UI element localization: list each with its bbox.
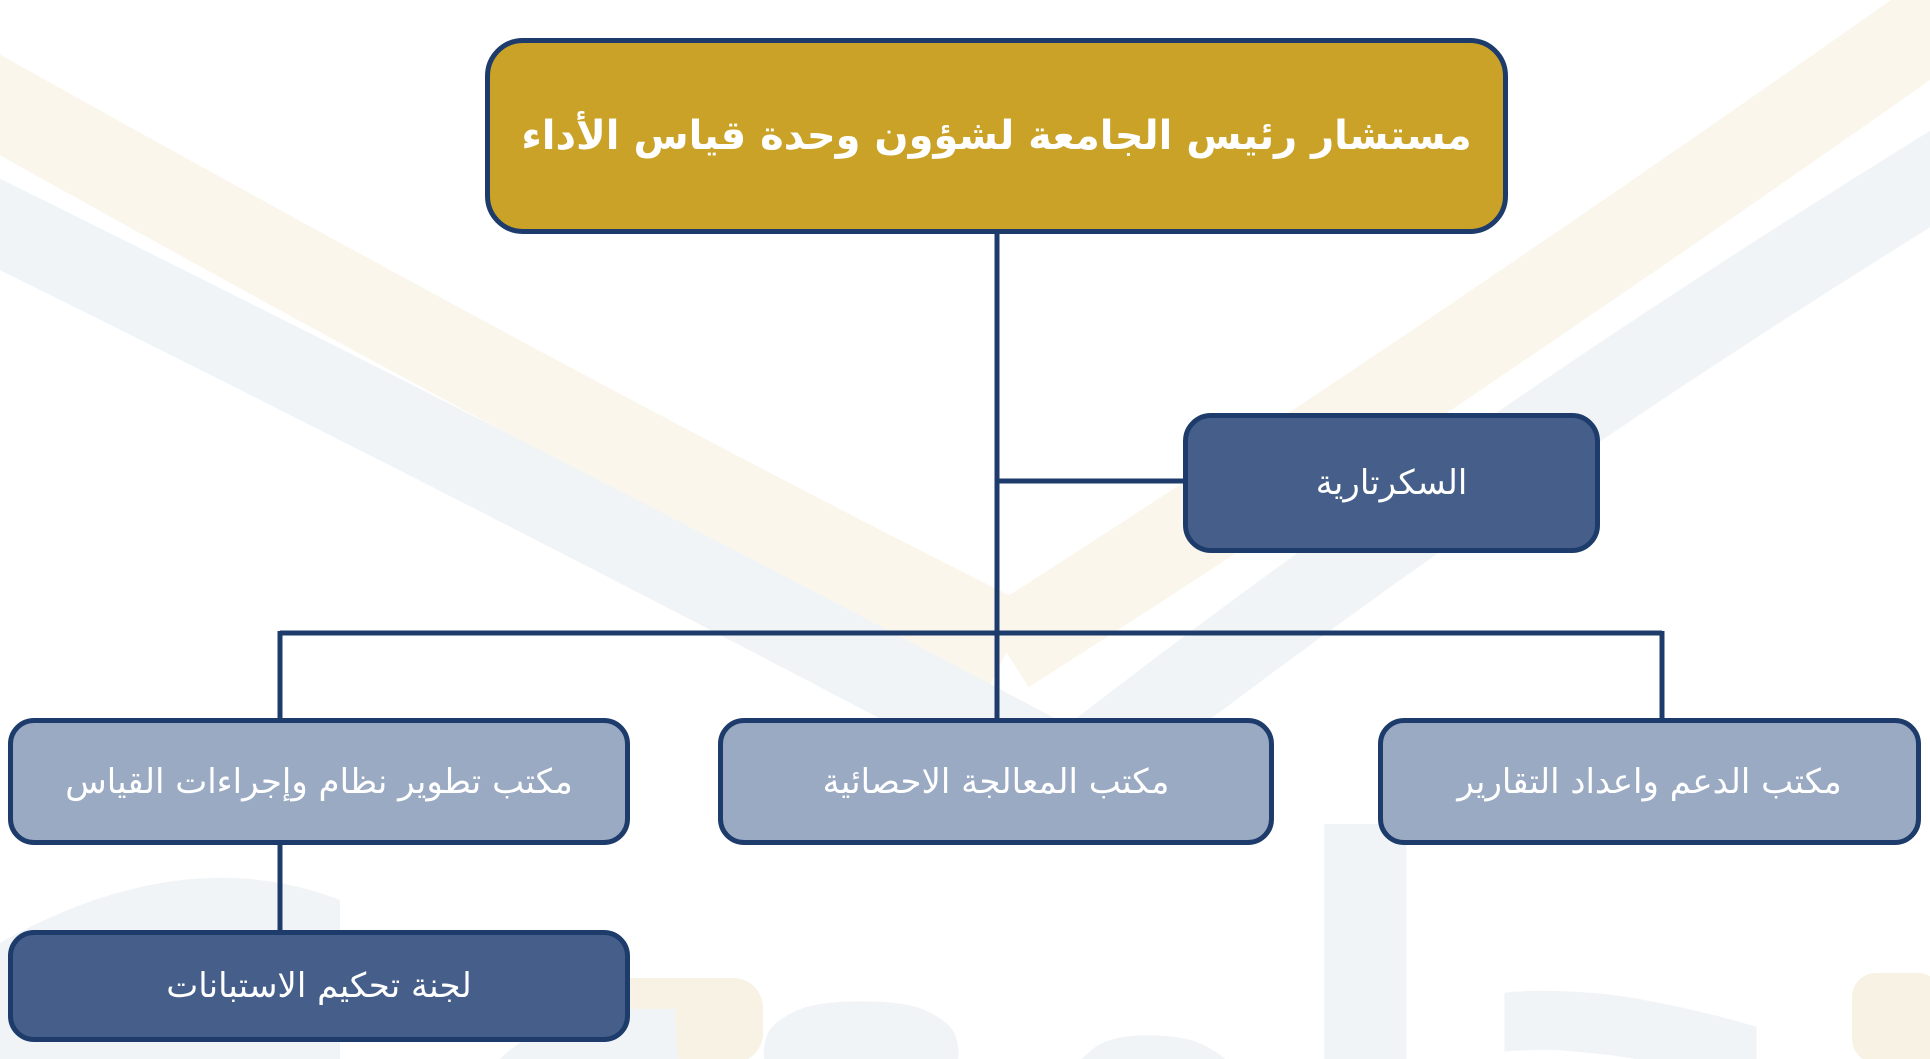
org-node-office-dev-label: مكتب تطوير نظام وإجراءات القياس [65, 761, 573, 802]
org-node-office-measurement-system-development: مكتب تطوير نظام وإجراءات القياس [8, 718, 630, 845]
org-node-office-stats-label: مكتب المعالجة الاحصائية [822, 761, 1170, 802]
org-node-committee: لجنة تحكيم الاستبانات [8, 930, 630, 1042]
org-node-office-statistical-processing: مكتب المعالجة الاحصائية [718, 718, 1274, 845]
org-node-committee-label: لجنة تحكيم الاستبانات [166, 966, 472, 1006]
org-node-office-support-label: مكتب الدعم واعداد التقارير [1457, 761, 1842, 802]
org-node-root-label: مستشار رئيس الجامعة لشؤون وحدة قياس الأد… [521, 113, 1472, 159]
org-node-office-support-and-reporting: مكتب الدعم واعداد التقارير [1378, 718, 1921, 845]
org-node-secretariat-label: السكرتارية [1315, 463, 1468, 503]
watermark-beige-corner [1852, 973, 1930, 1059]
org-node-secretariat: السكرتارية [1183, 413, 1600, 553]
org-node-root: مستشار رئيس الجامعة لشؤون وحدة قياس الأد… [485, 38, 1508, 234]
watermark-gray-band-left [0, 178, 1085, 807]
